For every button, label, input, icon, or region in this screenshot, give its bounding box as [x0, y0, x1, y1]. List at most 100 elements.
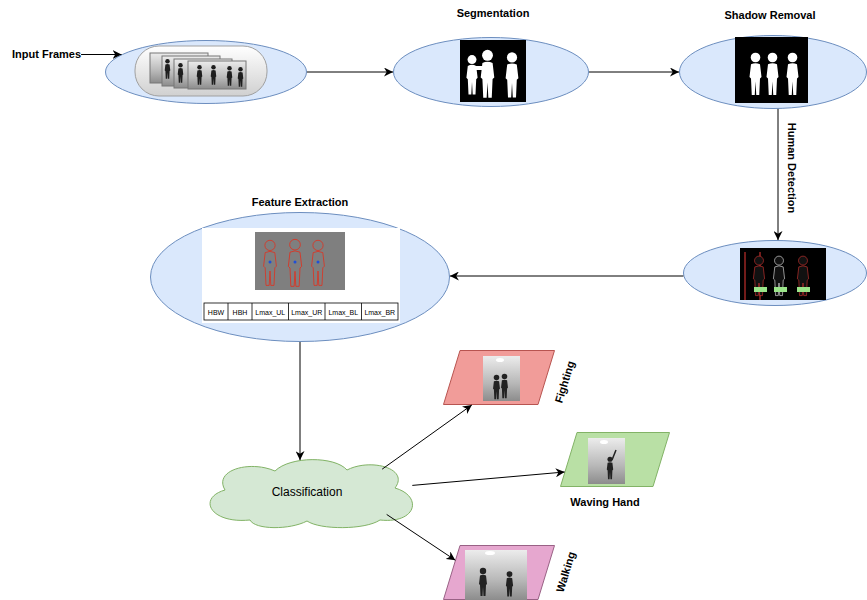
segmentation-mask-part [481, 50, 495, 98]
walking-photo [465, 550, 527, 600]
waving-photo-part [588, 438, 625, 484]
feature-extraction-picture-part [294, 261, 297, 264]
fighting-photo-part [493, 375, 500, 399]
input-frames-picture-part [197, 65, 203, 85]
segmentation-mask-part [476, 66, 482, 70]
human-detection-picture-part [740, 248, 826, 300]
fighting-photo [483, 356, 520, 401]
node-text: Input Frames [12, 48, 81, 61]
waving-photo-part [612, 450, 616, 460]
human-detection-picture [740, 248, 826, 300]
shadow-removed-mask [735, 37, 808, 103]
arrow-connector [412, 472, 564, 485]
feature-extraction-picture-part [361, 303, 362, 320]
stage-ellipse-outline [393, 37, 589, 107]
classifier-cloud: Classification [195, 458, 420, 527]
arrow-connector [450, 276, 683, 277]
input-frames-picture-part [238, 67, 244, 87]
table-cell: Lmax_UR [291, 307, 322, 316]
arrow-connector [387, 514, 456, 560]
input-frames-picture-part [211, 65, 217, 85]
feature-extraction-picture-part [325, 303, 326, 320]
feature-extraction-picture [202, 228, 400, 323]
input-frames-picture-part [188, 61, 246, 89]
feature-extraction-picture-part [255, 232, 345, 290]
table-cell: Lmax_BL [328, 307, 358, 316]
input-frames-picture [135, 46, 267, 96]
stage-ellipse-outline [150, 212, 450, 342]
walking-photo-part [479, 568, 487, 596]
waving-photo [588, 438, 625, 484]
feature-extraction-picture-part [317, 261, 320, 264]
feature-extraction-picture-part [252, 303, 253, 320]
stage-ellipse [105, 40, 307, 104]
result-parallelogram-path [561, 433, 670, 487]
node-text: Segmentation [457, 7, 530, 20]
stage-ellipse-outline [679, 35, 867, 109]
fighting-photo-part [483, 356, 520, 401]
arrow-connector [300, 342, 301, 460]
segmentation-mask [460, 40, 526, 102]
human-detection-picture-part [797, 287, 810, 292]
stage-ellipse: Segmentation [393, 37, 589, 107]
arrow-connector [307, 72, 393, 73]
input-frames-picture-part [178, 63, 184, 83]
arrow-connector [382, 405, 472, 469]
node-text: Fighting [552, 359, 577, 404]
table-cell: Lmax_UL [255, 307, 285, 316]
node-text: Waving Hand [570, 496, 639, 509]
fighting-photo-part [501, 374, 508, 398]
segmentation-mask-part [466, 55, 477, 94]
input-label-node: Input Frames [12, 48, 81, 61]
human-detection-picture-part [774, 287, 787, 292]
node-text: Feature Extraction [252, 196, 349, 209]
arrow-connector [589, 72, 679, 73]
node-text: Shadow Removal [724, 9, 815, 22]
node-text: Walking [554, 550, 579, 594]
result-parallelogram-outline [443, 350, 555, 405]
node-text: Classification [272, 485, 343, 499]
result-parallelogram: Waving Hand [560, 432, 670, 487]
stage-ellipse-outline [105, 40, 307, 104]
waving-photo-part [600, 440, 608, 444]
walking-photo-part [465, 550, 527, 600]
table-cell: HBW [208, 307, 224, 316]
stage-ellipse-outline [683, 240, 867, 306]
fighting-photo-part [496, 358, 504, 362]
segmentation-mask-part [460, 40, 526, 102]
result-parallelogram-path [444, 546, 555, 600]
shadow-removed-mask-part [750, 53, 762, 95]
input-frames-picture-part [135, 46, 267, 96]
arrow-connector [81, 54, 121, 55]
input-frames-picture-part [227, 66, 233, 86]
shadow-removed-mask-part [787, 53, 799, 95]
stage-ellipse-path [680, 36, 867, 109]
shadow-removed-mask-part [767, 53, 779, 95]
input-frames-picture-part [165, 59, 171, 79]
feature-extraction-picture-part [204, 303, 398, 320]
stage-ellipse-path [394, 38, 589, 107]
result-parallelogram-outline [560, 432, 670, 487]
stage-ellipse [683, 240, 867, 306]
result-parallelogram: Fighting [443, 350, 555, 405]
stage-ellipse-path [684, 241, 867, 306]
walking-photo-part [485, 551, 495, 555]
feature-extraction-picture-part [228, 303, 229, 320]
stage-ellipse-path [106, 41, 307, 104]
segmentation-mask-part [506, 52, 519, 97]
stage-ellipse: Shadow Removal [679, 35, 867, 109]
feature-extraction-picture-part [269, 261, 272, 264]
edge-label: Human Detection [785, 123, 798, 213]
feature-extraction-picture-part [264, 240, 277, 285]
human-detection-picture-part [754, 287, 767, 292]
table-cell: Lmax_BR [364, 307, 395, 316]
classifier-cloud-path [210, 460, 412, 528]
stage-ellipse: Feature Extraction [150, 212, 450, 342]
feature-extraction-picture-part [288, 239, 301, 286]
result-parallelogram-path [444, 351, 555, 405]
feature-extraction-picture-part [202, 228, 400, 323]
shadow-removed-mask-part [735, 37, 808, 103]
walking-photo-part [506, 571, 513, 596]
